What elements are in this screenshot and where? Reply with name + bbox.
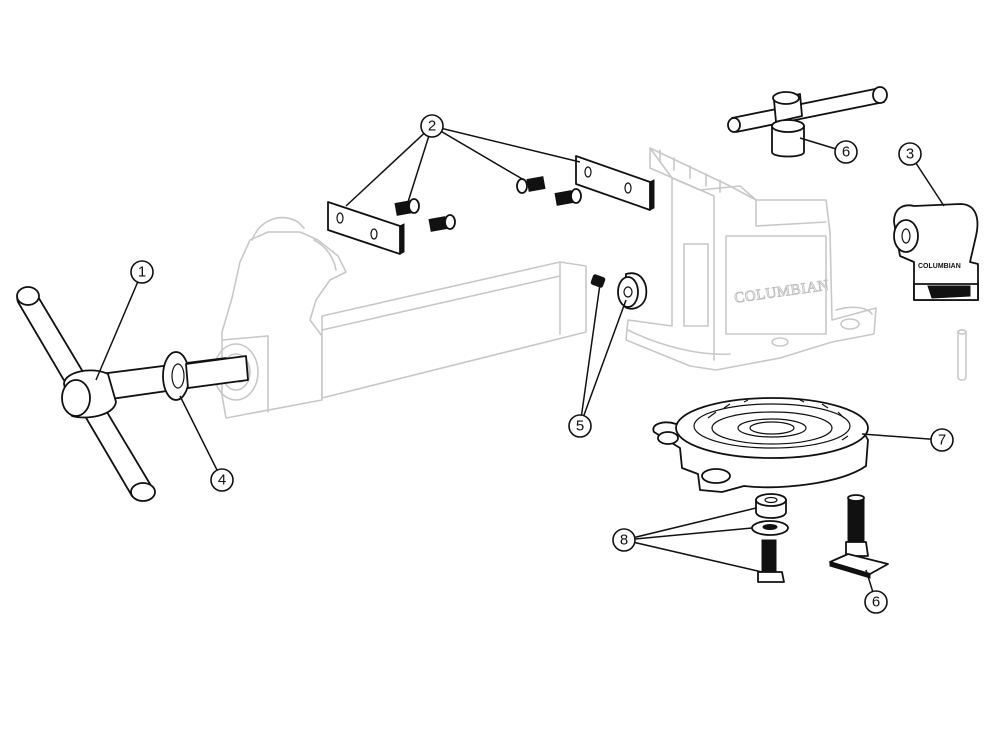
part-jaw-insert-right: [575, 155, 655, 211]
part-lock-nut: [617, 272, 648, 310]
ghost-slide-bar: [321, 261, 587, 399]
callout-label-6-bottom: 6: [872, 594, 880, 611]
callout-7: 7: [930, 428, 954, 452]
part-jaw-face: COLUMBIAN: [893, 203, 979, 301]
ghost-movable-jaw: [213, 216, 347, 419]
callout-label-5: 5: [576, 418, 584, 435]
callout-label-8: 8: [620, 532, 628, 549]
part-jaw-screws: [394, 176, 582, 232]
part-hex-bolt: [757, 539, 785, 583]
callout-label-4: 4: [218, 472, 226, 489]
part-swivel-handle: [727, 86, 888, 158]
callout-6-top: 6: [834, 140, 858, 164]
part-t-bolt: [829, 494, 889, 579]
callout-label-2: 2: [428, 118, 436, 135]
part-washer: [751, 520, 789, 536]
part-thrust-washer: [162, 351, 249, 401]
callout-6-bottom: 6: [864, 590, 888, 614]
callout-5: 5: [568, 414, 592, 438]
part-handle-screw: [16, 286, 231, 502]
part-swivel-base: [652, 397, 869, 493]
callout-2: 2: [420, 114, 444, 138]
callout-4: 4: [210, 468, 234, 492]
part-jaw-insert-left: [327, 201, 405, 255]
callout-label-6-top: 6: [842, 144, 850, 161]
callout-label-7: 7: [938, 432, 946, 449]
part-set-screw: [590, 274, 606, 288]
part-spacer: [755, 493, 787, 519]
callout-label-1: 1: [138, 264, 146, 281]
jaw-brand-text: COLUMBIAN: [918, 263, 961, 270]
callout-label-3: 3: [906, 146, 914, 163]
callout-3: 3: [898, 142, 922, 166]
ghost-vise-body: COLUMBIAN: [625, 147, 877, 371]
ghost-pin: [957, 329, 967, 381]
callout-1: 1: [130, 260, 154, 284]
callout-8: 8: [612, 528, 636, 552]
